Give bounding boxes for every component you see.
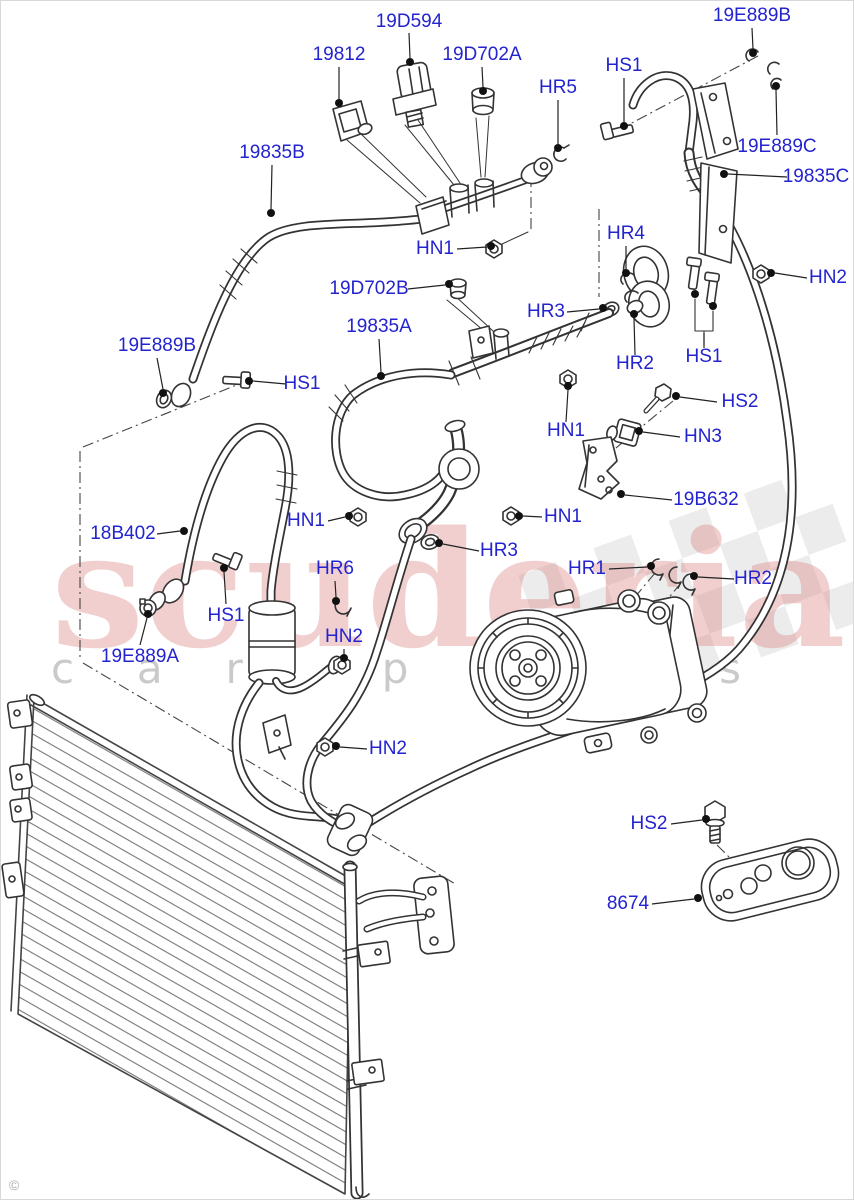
part-label-19e889b: 19E889B [712, 5, 792, 26]
part-label-hr5: HR5 [538, 77, 578, 98]
part-label-hr3: HR3 [479, 540, 519, 561]
part-label-hn1: HN1 [543, 506, 583, 527]
receiver-drier [248, 600, 296, 685]
part-label-19835b: 19835B [239, 142, 305, 163]
part-label-19e889c: 19E889C [737, 136, 817, 157]
bolt-HS2-bottom [704, 800, 726, 844]
nut-HN1-left [349, 507, 367, 527]
ac-compressor [469, 589, 708, 754]
compressor-port-2 [647, 601, 671, 625]
part-label-hn3: HN3 [683, 426, 723, 447]
part-label-19835c: 19835C [782, 166, 850, 187]
part-label-hr4: HR4 [606, 223, 646, 244]
condenser [1, 693, 455, 1199]
ac-hose-18B402 [139, 422, 343, 824]
part-label-hn2: HN2 [324, 626, 364, 647]
part-label-19b632: 19B632 [673, 489, 739, 510]
bolt-HS1-pair [685, 256, 721, 305]
bolt-HS1-centre [212, 551, 243, 571]
part-label-hn1: HN1 [415, 238, 455, 259]
part-label-18b402: 18B402 [90, 523, 156, 544]
part-label-hs1: HS1 [685, 346, 723, 367]
part-label-hs2: HS2 [721, 391, 759, 412]
cap-valve-19D702B [449, 278, 467, 300]
part-label-hr2: HR2 [615, 353, 655, 374]
part-label-hs1: HS1 [207, 605, 245, 626]
ac-hose-lower [302, 534, 416, 857]
bolt-HS1-left [222, 371, 252, 389]
part-label-19d702b: 19D702B [329, 278, 409, 299]
clip-HR2-lower [668, 566, 696, 596]
cover-plate-8674-group [700, 800, 840, 922]
copyright-mark: © [9, 1177, 20, 1193]
condenser-mounting-tabs [1, 699, 34, 899]
compressor-pulley [469, 609, 587, 727]
condenser-connector-block [355, 875, 455, 955]
sensor-19D594 [392, 61, 437, 128]
part-label-hs2: HS2 [630, 813, 668, 834]
part-label-19d594: 19D594 [375, 11, 443, 32]
assembly-axis-lines [79, 55, 759, 886]
part-label-hr1: HR1 [567, 558, 607, 579]
bolt-HS2-mid [643, 383, 672, 414]
part-label-19e889a: 19E889A [100, 646, 180, 667]
clip-19E889C [767, 61, 782, 90]
part-label-19812: 19812 [312, 44, 366, 65]
part-label-hn1: HN1 [546, 420, 586, 441]
bracket-19B632-group [578, 383, 672, 500]
part-label-hn2: HN2 [808, 267, 848, 288]
part-label-8674: 8674 [606, 893, 650, 914]
clamp-HN3 [606, 418, 642, 447]
muffler-mounts [622, 245, 671, 328]
nut-HN2-right [752, 264, 770, 284]
part-label-hs1: HS1 [605, 55, 643, 76]
part-label-hn2: HN2 [368, 738, 408, 759]
part-label-19d702a: 19D702A [442, 44, 522, 65]
cover-plate-8674 [700, 838, 840, 922]
sensor-19812 [332, 100, 373, 142]
ac-pipe-19835B [155, 157, 553, 409]
condenser-receiver-tube [342, 860, 370, 1199]
part-label-hs1: HS1 [283, 373, 321, 394]
pointer-wedges [346, 115, 529, 336]
part-label-hr2: HR2 [733, 568, 773, 589]
part-label-19835a: 19835A [346, 316, 412, 337]
part-label-hn1: HN1 [286, 510, 326, 531]
compressor-port-1 [617, 589, 641, 613]
ac-pipe-19835A [328, 278, 614, 550]
part-label-hr6: HR6 [315, 558, 355, 579]
nut-HN1-centre [502, 506, 520, 526]
nut-HN2-bottom [316, 737, 334, 757]
ac-pipe-19835C [360, 48, 797, 830]
clip-HR1 [650, 558, 664, 581]
condenser-side-brackets [351, 940, 391, 1086]
part-label-19e889b: 19E889B [117, 335, 197, 356]
part-label-hr3: HR3 [526, 301, 566, 322]
